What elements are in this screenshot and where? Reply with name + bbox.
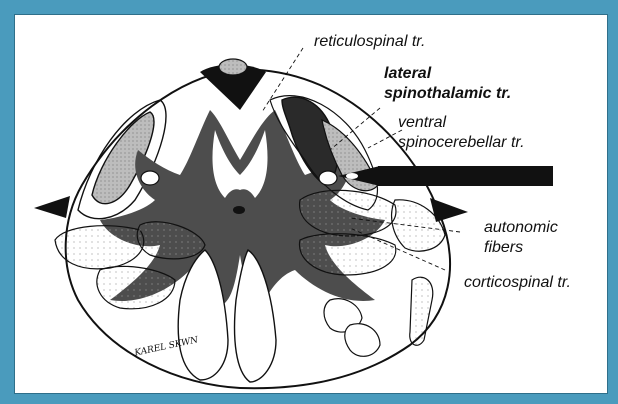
label-spinocerebellar: spinocerebellar tr.: [398, 133, 525, 152]
right-small-oval: [319, 171, 337, 185]
label-fibers: fibers: [484, 238, 523, 257]
label-ventral: ventral: [398, 113, 446, 132]
label-spinothalamic: spinothalamic tr.: [384, 84, 511, 103]
label-reticulospinal: reticulospinal tr.: [314, 32, 425, 51]
left-spike: [34, 196, 70, 218]
label-lateral: lateral: [384, 64, 431, 83]
left-small-oval: [141, 171, 159, 185]
probe-tip-highlight: [346, 173, 358, 179]
probe-shaft: [378, 166, 553, 186]
corticospinal-band: [410, 277, 433, 345]
posterior-column-oval: [219, 59, 247, 75]
label-autonomic: autonomic: [484, 218, 558, 237]
label-corticospinal: corticospinal tr.: [464, 273, 571, 292]
central-canal: [233, 206, 245, 214]
